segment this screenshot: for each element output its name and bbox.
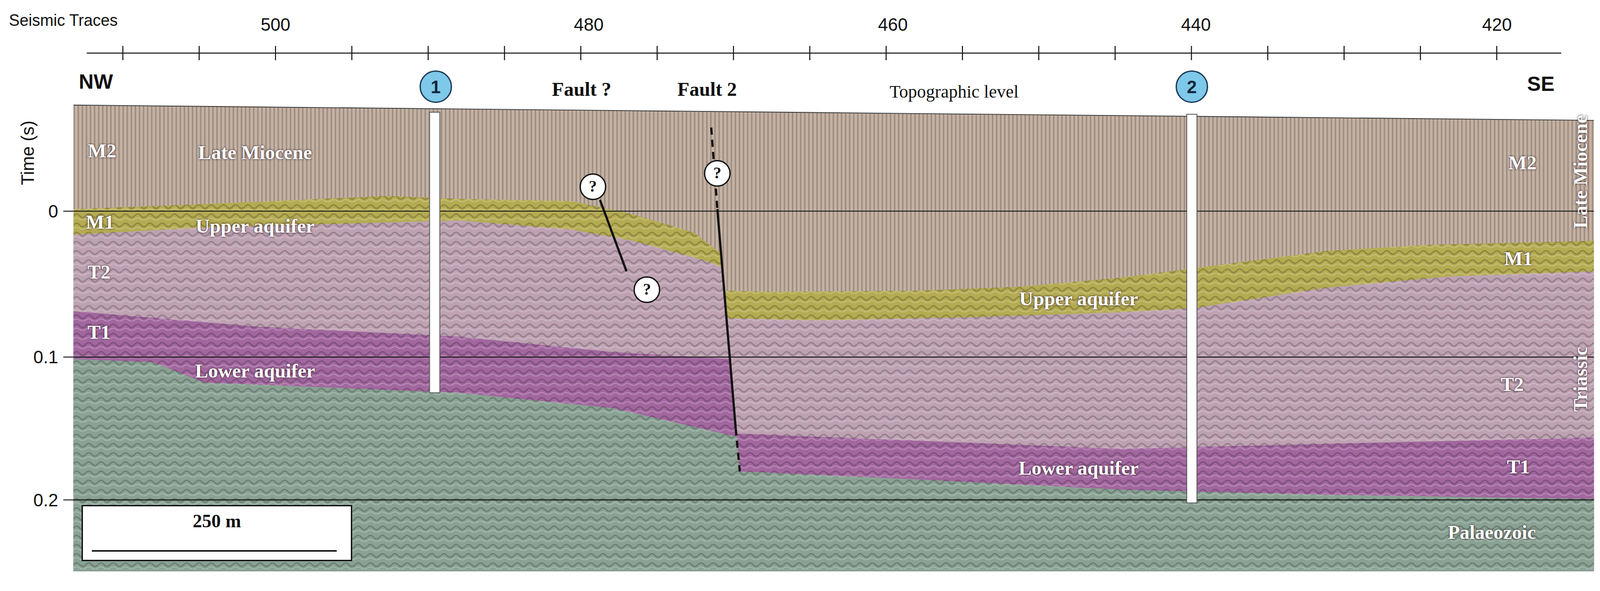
- callout-number: 1: [430, 77, 441, 97]
- aquifer-label: Lower aquifer: [1018, 457, 1139, 479]
- aquifer-label: Lower aquifer: [195, 360, 316, 383]
- well-callout: 1: [419, 70, 453, 103]
- fault-lines: [600, 127, 741, 472]
- scale-label: 250 m: [192, 510, 242, 532]
- unit-label: M2: [1508, 152, 1537, 174]
- topographic-label: Topographic level: [889, 82, 1019, 102]
- aquifer-label: Upper aquifer: [195, 215, 315, 238]
- aquifer-label: Upper aquifer: [1019, 287, 1139, 310]
- unit-label: T1: [1506, 456, 1530, 478]
- age-label: Palaeozoic: [1447, 522, 1536, 544]
- unit-label: M1: [86, 211, 115, 234]
- fault-label: Fault 2: [677, 78, 737, 101]
- time-value: 0: [48, 201, 58, 222]
- trace-number: 420: [1481, 14, 1512, 35]
- query-circle: ?: [703, 160, 731, 187]
- question-mark: ?: [642, 280, 651, 299]
- trace-axis: [86, 45, 1562, 61]
- query-circle: ?: [579, 173, 607, 201]
- time-lines: [63, 211, 1594, 501]
- topographic-line: [73, 105, 1594, 121]
- age-label: Late Miocene: [198, 142, 313, 164]
- fault-label: Fault ?: [551, 78, 612, 101]
- question-mark: ?: [588, 177, 597, 196]
- wells: [429, 112, 1197, 504]
- trace-number: 460: [877, 14, 908, 35]
- well-callout: 2: [1175, 70, 1209, 103]
- age-label: Triassic: [1569, 347, 1592, 413]
- time-value: 0.2: [33, 490, 59, 511]
- scale-bar: [81, 505, 353, 562]
- trace-number: 480: [573, 14, 604, 35]
- time-value: 0.1: [33, 347, 59, 367]
- axis-title: Time (s): [17, 120, 38, 186]
- unit-label: T1: [87, 321, 111, 344]
- unit-label: M1: [1504, 248, 1533, 270]
- query-circle: ?: [633, 276, 661, 304]
- unit-label: M2: [87, 140, 117, 162]
- axis-title: Seismic Traces: [8, 11, 118, 30]
- direction-label: NW: [78, 70, 114, 94]
- question-mark: ?: [713, 164, 722, 183]
- unit-label: T2: [1500, 374, 1524, 396]
- unit-label: T2: [87, 261, 111, 284]
- callout-number: 2: [1186, 77, 1197, 97]
- trace-number: 500: [260, 14, 291, 35]
- layers-left: [73, 195, 756, 572]
- direction-label: SE: [1527, 72, 1555, 95]
- layers-right: [703, 240, 1594, 572]
- age-label: Late Miocene: [1569, 114, 1592, 229]
- trace-number: 440: [1180, 14, 1211, 35]
- layer-m2: [73, 105, 1594, 572]
- scale-box: 250 m: [81, 505, 353, 562]
